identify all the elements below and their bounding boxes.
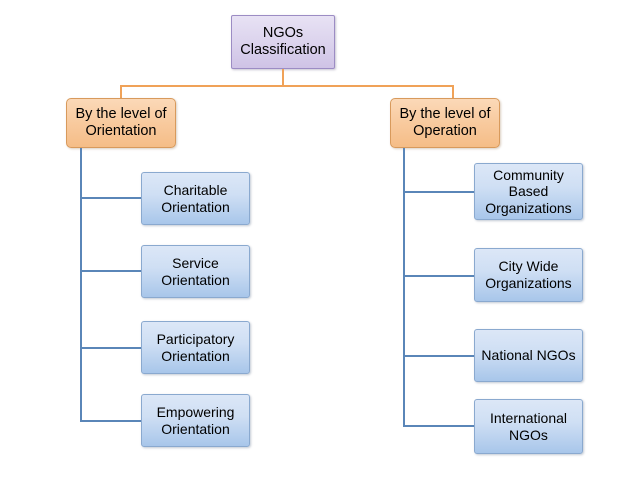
node-by-the-level-of-orientation[interactable]: By the level of Orientation xyxy=(66,98,176,148)
connector-right-stub-2 xyxy=(403,275,475,277)
connector-right-spine xyxy=(403,148,405,427)
connector-right-stub-4 xyxy=(403,425,475,427)
connector-root-bus xyxy=(120,85,454,87)
connector-root-to-branch-left xyxy=(120,85,122,99)
node-international-ngos[interactable]: International NGOs xyxy=(474,399,583,454)
connector-root-stem xyxy=(282,69,284,86)
node-participatory-orientation[interactable]: Participatory Orientation xyxy=(141,321,250,374)
node-label: Empowering Orientation xyxy=(156,403,235,437)
connector-left-spine xyxy=(80,148,82,422)
connector-left-stub-2 xyxy=(80,270,142,272)
connector-right-stub-1 xyxy=(403,191,475,193)
node-by-the-level-of-operation[interactable]: By the level of Operation xyxy=(390,98,500,148)
connector-right-stub-3 xyxy=(403,355,475,357)
node-label: By the level of Orientation xyxy=(75,105,167,139)
node-empowering-orientation[interactable]: Empowering Orientation xyxy=(141,394,250,447)
node-national-ngos[interactable]: National NGOs xyxy=(474,329,583,382)
node-label: By the level of Operation xyxy=(399,105,491,139)
connector-root-to-branch-right xyxy=(452,85,454,99)
node-label: NGOs Classification xyxy=(240,24,326,58)
node-label: Charitable Orientation xyxy=(161,181,230,215)
node-ngos-classification[interactable]: NGOs Classification xyxy=(231,15,335,69)
connector-left-stub-1 xyxy=(80,197,142,199)
node-label: Community Based Organizations xyxy=(485,166,572,216)
connector-left-stub-4 xyxy=(80,420,142,422)
node-city-wide-organizations[interactable]: City Wide Organizations xyxy=(474,248,583,302)
node-label: National NGOs xyxy=(481,347,576,364)
node-label: City Wide Organizations xyxy=(485,258,572,291)
node-service-orientation[interactable]: Service Orientation xyxy=(141,245,250,298)
connector-left-stub-3 xyxy=(80,347,142,349)
node-label: Participatory Orientation xyxy=(156,330,235,364)
node-community-based-organizations[interactable]: Community Based Organizations xyxy=(474,163,583,220)
node-charitable-orientation[interactable]: Charitable Orientation xyxy=(141,172,250,225)
node-label: International NGOs xyxy=(489,409,568,443)
node-label: Service Orientation xyxy=(161,254,230,288)
